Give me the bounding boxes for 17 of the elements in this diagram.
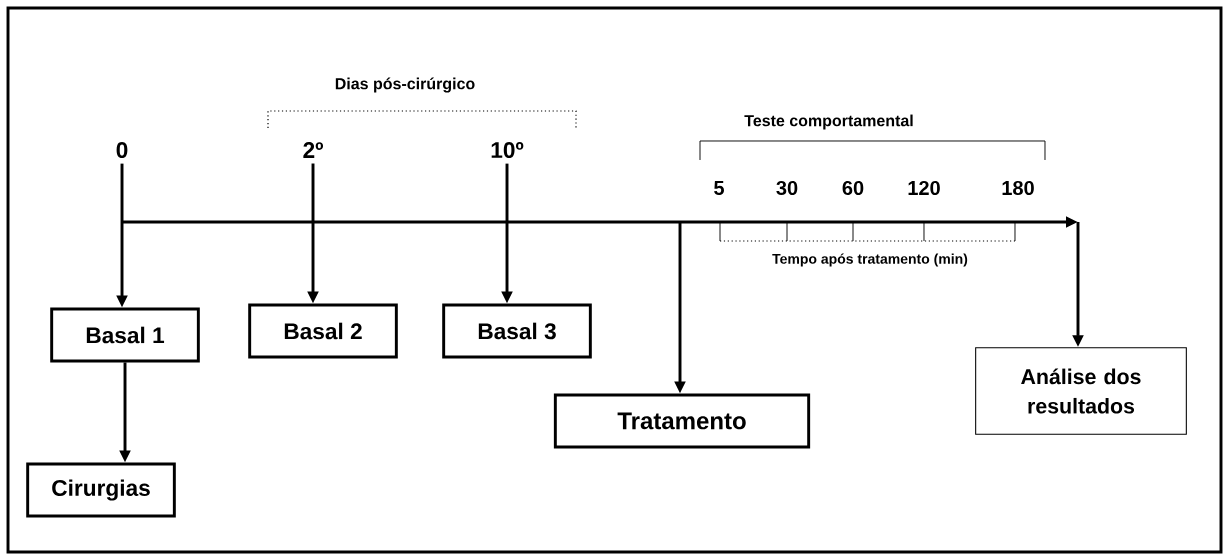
scale-label: Tempo após tratamento (min) bbox=[772, 253, 968, 267]
time-label: 30 bbox=[776, 180, 798, 196]
time-label: 5 bbox=[714, 181, 724, 195]
bracket-label: Dias pós-cirúrgico bbox=[335, 77, 475, 93]
step-box: Tratamento bbox=[553, 393, 811, 449]
time-point-label: 0 bbox=[116, 141, 128, 159]
step-box: Análise dos resultados bbox=[975, 347, 1187, 435]
step-box: Cirurgias bbox=[26, 462, 176, 518]
step-box: Basal 3 bbox=[442, 303, 592, 359]
time-label: 180 bbox=[1002, 180, 1034, 196]
time-label: 60 bbox=[842, 180, 864, 196]
step-box: Basal 1 bbox=[50, 307, 200, 363]
time-point-label: 10º bbox=[491, 141, 524, 159]
time-point-label: 2º bbox=[303, 142, 324, 158]
step-box: Basal 2 bbox=[248, 303, 398, 359]
bracket-label: Teste comportamental bbox=[744, 114, 913, 130]
time-label: 120 bbox=[908, 180, 940, 196]
